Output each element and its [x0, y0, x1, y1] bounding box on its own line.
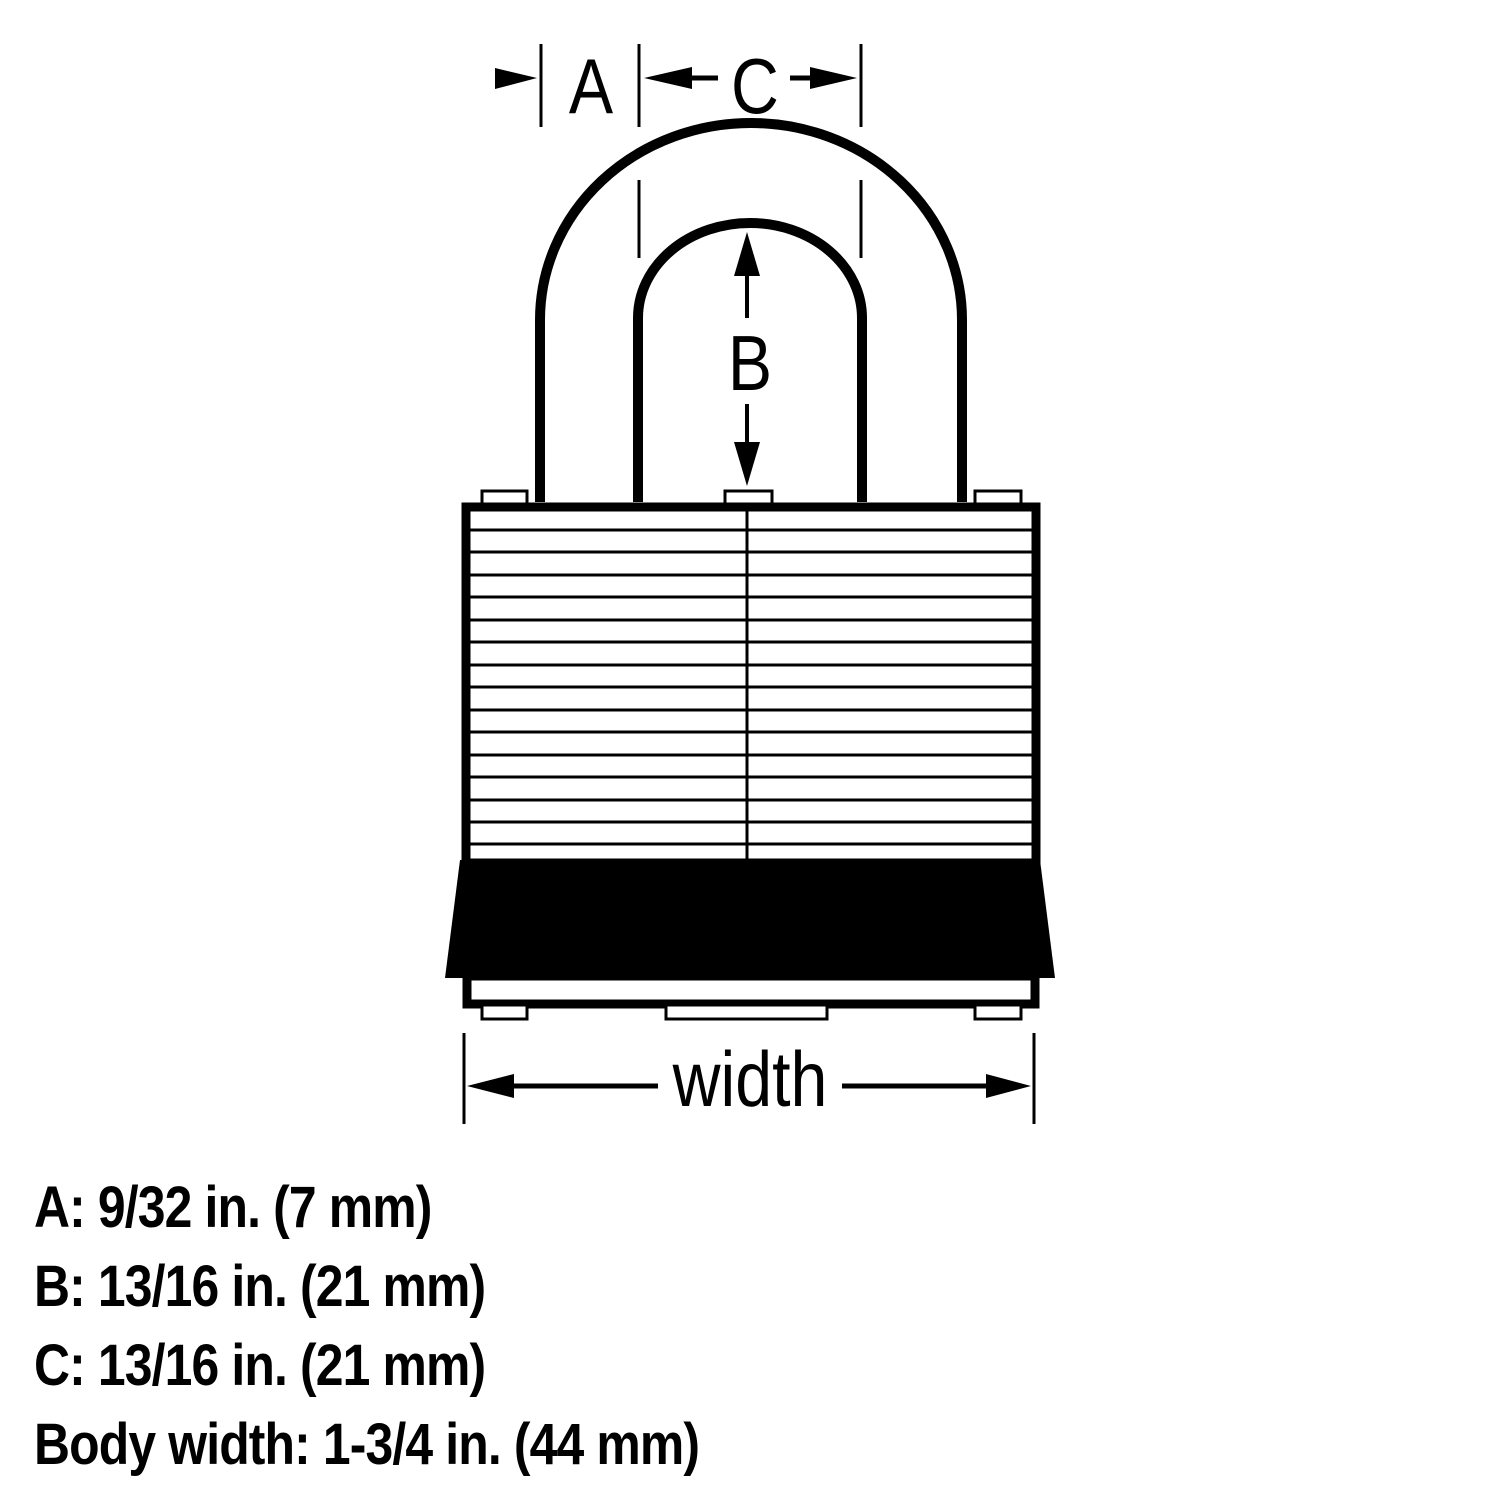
spec-body-width: Body width: 1-3/4 in. (44 mm)	[34, 1412, 700, 1477]
arrow-width-left-icon	[467, 1074, 514, 1098]
arrow-c-left-icon	[644, 67, 692, 89]
bumper	[445, 860, 1055, 978]
padlock-diagram: A C B	[445, 43, 1055, 1124]
arrow-width-right-icon	[986, 1074, 1031, 1098]
arrow-b-up-icon	[734, 232, 760, 276]
dimension-a-c	[495, 44, 863, 127]
laminate-lines	[470, 528, 1032, 846]
shackle	[535, 118, 967, 502]
label-c: C	[731, 43, 779, 130]
dimension-c-extension	[637, 180, 863, 258]
label-b: B	[728, 320, 772, 407]
dimension-b	[734, 232, 760, 486]
dimension-width	[462, 1033, 1036, 1124]
spec-b: B: 13/16 in. (21 mm)	[34, 1254, 486, 1319]
spec-c: C: 13/16 in. (21 mm)	[34, 1333, 486, 1398]
spec-list: A: 9/32 in. (7 mm) B: 13/16 in. (21 mm) …	[34, 1168, 807, 1484]
arrow-c-right-icon	[810, 67, 857, 89]
arrow-a-icon	[495, 68, 537, 89]
arrow-b-down-icon	[734, 442, 760, 486]
label-width: width	[672, 1036, 828, 1123]
label-a: A	[569, 43, 614, 130]
spec-a: A: 9/32 in. (7 mm)	[34, 1175, 432, 1240]
lock-body	[445, 489, 1055, 1021]
